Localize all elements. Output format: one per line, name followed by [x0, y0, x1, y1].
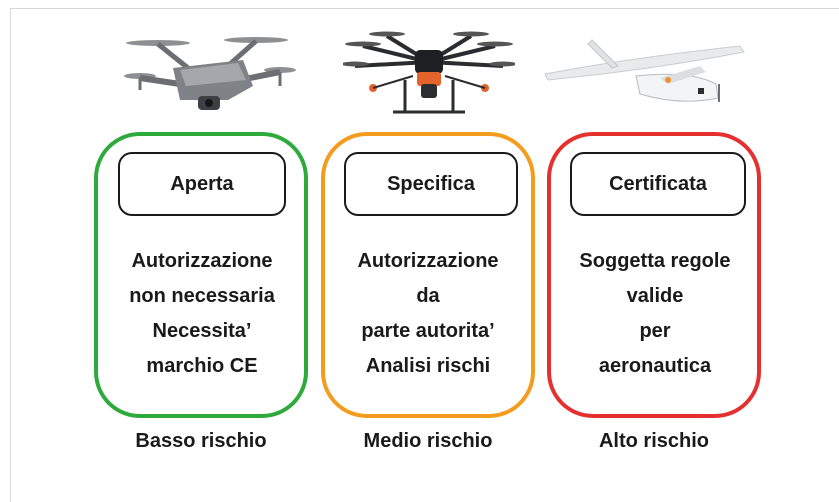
category-description-open: Autorizzazione non necessaria Necessita’… [102, 244, 302, 384]
category-title-specific: Specifica [344, 152, 518, 216]
category-title-certified: Certificata [570, 152, 746, 216]
description-line: parte autorita’ [361, 320, 495, 342]
hexacopter-sprayer-icon [343, 31, 515, 114]
figure-frame [10, 8, 839, 502]
description-line: aeronautica [598, 355, 712, 377]
description-line: da [416, 285, 440, 307]
description-line: marchio CE [146, 355, 258, 377]
category-frame-specific [321, 132, 535, 418]
category-title-open: Aperta [118, 152, 286, 216]
risk-label-certified: Alto rischio [598, 430, 709, 452]
description-line: non necessaria [129, 285, 275, 307]
quadcopter-icon [124, 37, 296, 110]
category-frame-certified [547, 132, 761, 418]
category-frame-open [94, 132, 308, 418]
description-line: per [639, 320, 671, 342]
fixed-wing-drone-icon [544, 39, 745, 102]
description-line: Soggetta regole [579, 250, 731, 272]
description-line: Autorizzazione [357, 250, 499, 272]
description-line: Analisi rischi [365, 355, 491, 377]
description-line: valide [626, 285, 684, 307]
category-description-specific: Autorizzazione da parte autorita’ Analis… [328, 244, 528, 384]
risk-label-specific: Medio rischio [363, 430, 493, 452]
description-line: Autorizzazione [131, 250, 273, 272]
description-line: Necessita’ [152, 320, 252, 342]
category-description-certified: Soggetta regole valide per aeronautica [555, 244, 755, 384]
risk-label-open: Basso rischio [135, 430, 267, 452]
